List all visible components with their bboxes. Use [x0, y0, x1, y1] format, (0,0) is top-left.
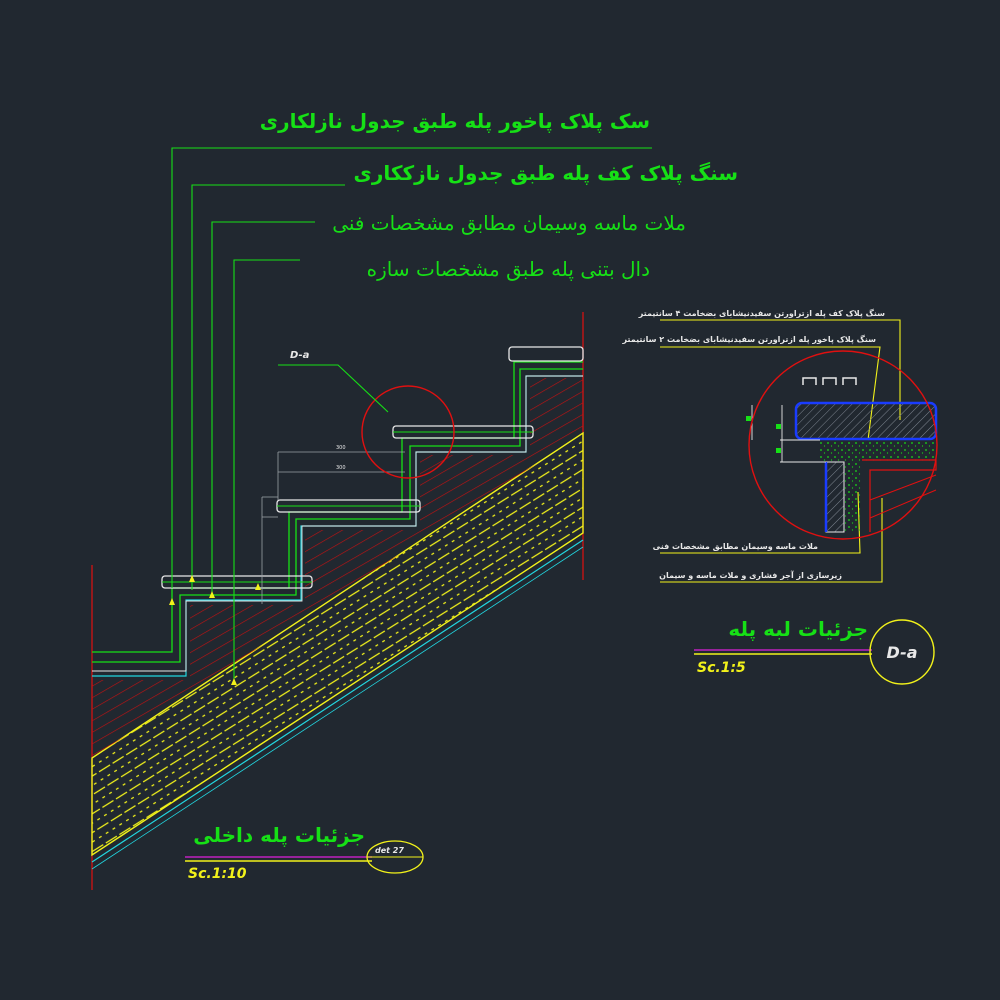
- concrete-slab: [91, 431, 584, 857]
- slab-soffit-line: [91, 539, 584, 863]
- zoom-label-tread: سنگ پلاک کف پله ازتراورتن سفیدنیشابای بض…: [638, 308, 885, 318]
- dimension-1: 300: [336, 445, 346, 451]
- label-concrete-slab: دال بتنی پله طبق مشخصات سازه: [367, 257, 650, 282]
- dimension-2: 300: [336, 465, 346, 471]
- callout-leader: [278, 364, 389, 413]
- leader-markers: [169, 575, 261, 685]
- callout-circle: [361, 385, 455, 479]
- zoom-circle: [748, 350, 938, 540]
- callout-tag: D-a: [290, 350, 310, 361]
- zoom-label-brick: زیرسازی از آجر فشاری و ملات ماسه و سیمان: [659, 570, 842, 580]
- stair-section: 300 300 D-a سک پلاک پاخور پله طبق جدول ن…: [91, 109, 738, 890]
- riser-stone-zoom: [825, 461, 845, 533]
- zoom-detail-scale: Sc.1:5: [697, 660, 746, 676]
- zoom-geometry: [746, 377, 938, 533]
- tread-stone-4: [508, 346, 584, 362]
- label-riser-stone: سک پلاک پاخور پله طبق جدول نازلکاری: [260, 109, 650, 134]
- leader-lines: [171, 147, 652, 680]
- zoom-detail: سنگ پلاک کف پله ازتراورتن سفیدنیشابای بض…: [622, 308, 938, 685]
- label-tread-stone: سنگ پلاک کف پله طبق جدول نازککاری: [354, 161, 738, 186]
- mortar-zoom: [820, 440, 936, 462]
- tread-stone-zoom: [795, 402, 937, 440]
- zoom-label-riser: سنگ پلاک پاخور پله ازتراورتن سفیدنیشابای…: [622, 334, 877, 344]
- label-mortar: ملات ماسه وسیمان مطابق مشخصات فنی: [332, 211, 686, 235]
- zoom-label-mortar: ملات ماسه وسیمان مطابق مشخصات فنی: [653, 542, 818, 551]
- brick-fill: [92, 378, 583, 758]
- zoom-tag-circle: [869, 619, 935, 685]
- step-outline-3: [92, 375, 583, 672]
- main-detail-scale: Sc.1:10: [188, 866, 247, 882]
- dimension-lines: [261, 451, 405, 604]
- main-detail-title: جزئیات پله داخلی: [193, 823, 365, 848]
- slab-soffit-line-2: [91, 546, 584, 870]
- det-tag: det 27: [375, 846, 404, 855]
- zoom-detail-title: جزئیات لبه پله: [728, 617, 868, 642]
- step-outline-2: [92, 368, 583, 663]
- zoom-tag: D-a: [886, 643, 917, 662]
